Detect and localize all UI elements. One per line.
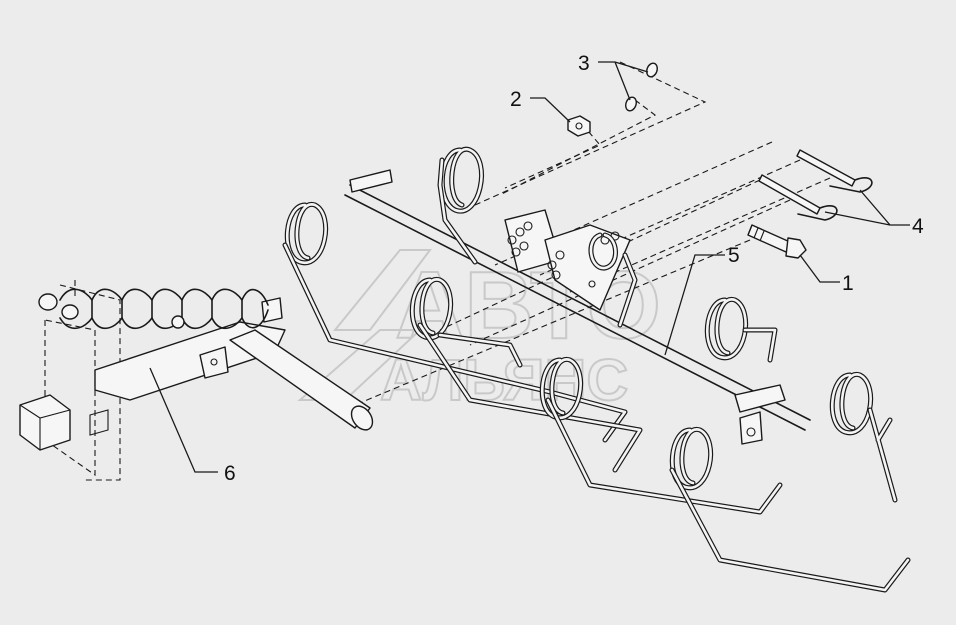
mounting-plates	[504, 209, 786, 445]
tine-shaft	[344, 169, 811, 431]
tine-coil-1	[437, 146, 485, 265]
spring-pins	[758, 149, 873, 221]
leader-6	[149, 367, 218, 473]
main-arm	[94, 297, 374, 431]
callout-5: 5	[728, 244, 740, 267]
leader-1	[799, 254, 840, 283]
bolt	[747, 224, 807, 259]
leader-2	[530, 97, 571, 123]
callout-numbers: 1 2 3 4 5 6	[224, 52, 924, 485]
leader-lines	[149, 61, 910, 473]
callout-3: 3	[578, 52, 590, 75]
nut	[567, 115, 591, 137]
tension-spring	[38, 288, 269, 329]
mounting-frame	[19, 280, 121, 481]
callout-6: 6	[224, 462, 236, 485]
leader-3	[598, 61, 649, 101]
tine-coil-8	[588, 232, 638, 328]
callout-1: 1	[842, 272, 854, 295]
callout-2: 2	[510, 88, 522, 111]
spring-tines	[282, 146, 911, 593]
tine-coil-7	[829, 372, 898, 503]
tine-coil-5	[704, 297, 778, 363]
leader-4	[824, 189, 910, 226]
tine-coil-4	[539, 357, 783, 515]
callout-4: 4	[912, 215, 924, 238]
washers	[625, 62, 658, 112]
leader-5	[664, 254, 725, 356]
tine-coil-6	[669, 427, 911, 593]
